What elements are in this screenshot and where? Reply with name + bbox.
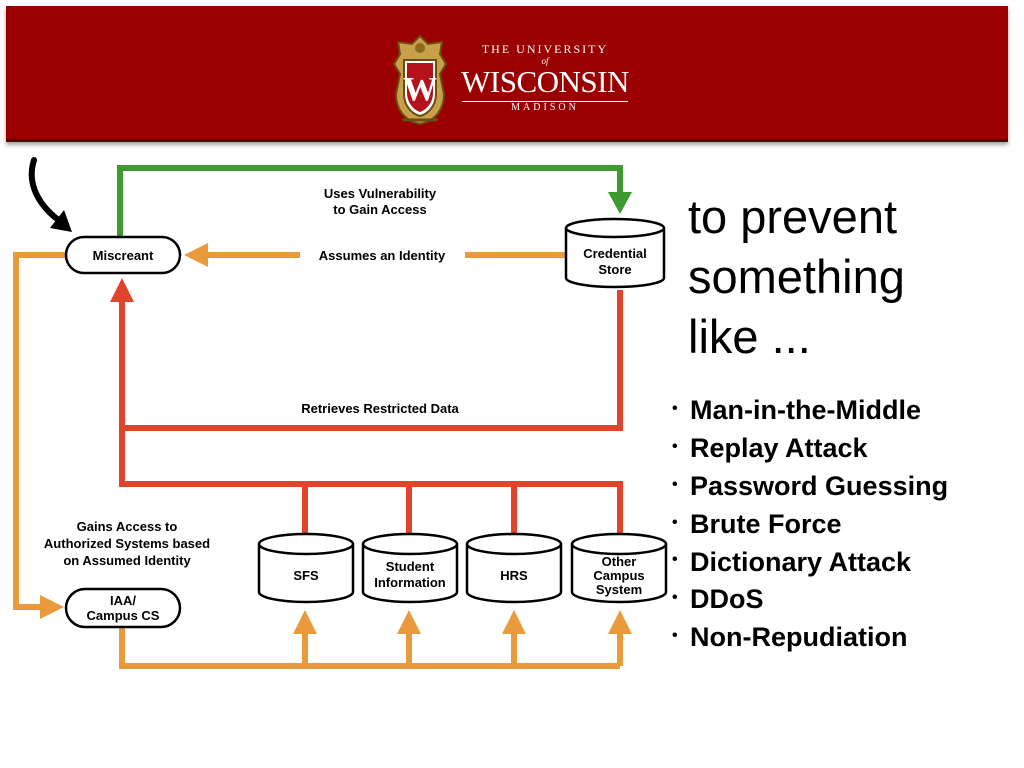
threat-item: • DDoS [672, 581, 948, 619]
bullet-icon: • [672, 627, 678, 645]
bullet-icon: • [672, 475, 678, 493]
node-miscreant: Miscreant [64, 235, 182, 275]
bullet-icon: • [672, 437, 678, 455]
node-credential-store: Credential Store [564, 217, 666, 289]
threat-label: Password Guessing [690, 470, 949, 501]
node-label-student-information-2: Information [374, 575, 446, 590]
edge-gains-access [13, 252, 632, 669]
node-label-student-information-1: Student [386, 559, 435, 574]
logo-of: of [541, 56, 549, 66]
logo-wisconsin: WISCONSIN [461, 64, 629, 99]
node-student-information: Student Information [361, 532, 459, 604]
threat-item: • Password Guessing [672, 468, 948, 506]
bullet-icon: • [672, 399, 678, 417]
node-other-campus-system: Other Campus System [570, 532, 668, 604]
prevent-heading: to prevent something like ... [688, 187, 1018, 367]
edge-label-gains-access-2: Authorized Systems based [44, 536, 210, 551]
logo-divider [462, 101, 628, 102]
edge-label-uses-vulnerability-2: to Gain Access [333, 202, 426, 217]
node-label-miscreant: Miscreant [93, 248, 154, 263]
edge-uses-vulnerability [117, 165, 632, 236]
node-label-sfs: SFS [293, 568, 319, 583]
attack-flow-diagram: Uses Vulnerability to Gain Access Assume… [13, 157, 668, 669]
bullet-icon: • [672, 513, 678, 531]
threat-label: DDoS [690, 584, 764, 615]
threat-item: • Dictionary Attack [672, 544, 948, 582]
prevent-heading-line-1: to prevent [688, 190, 898, 243]
logo-madison: MADISON [511, 102, 579, 113]
node-label-credential-store-1: Credential [583, 246, 647, 261]
node-label-hrs: HRS [500, 568, 528, 583]
node-hrs: HRS [465, 532, 563, 604]
threat-item: • Brute Force [672, 506, 948, 544]
node-label-other-campus-2: Campus [593, 568, 644, 583]
edge-label-gains-access-3: on Assumed Identity [63, 553, 191, 568]
threat-label: Non-Repudiation [690, 622, 908, 653]
threat-label: Man-in-the-Middle [690, 395, 921, 425]
node-label-other-campus-1: Other [602, 554, 637, 569]
edge-label-retrieves-data: Retrieves Restricted Data [301, 401, 459, 416]
edge-label-gains-access-1: Gains Access to [77, 519, 178, 534]
edge-retrieves-data [110, 278, 623, 540]
bullet-icon: • [672, 551, 678, 569]
threat-label: Brute Force [690, 508, 842, 539]
prevent-heading-line-2: something [688, 250, 905, 303]
uw-crest-icon: W [392, 34, 448, 126]
edge-assumes-identity [184, 243, 565, 267]
node-label-iaa-2: Campus CS [87, 608, 160, 623]
node-label-iaa-1: IAA/ [110, 593, 136, 608]
logo-the-university: THE UNIVERSITY [481, 42, 609, 56]
threat-label: Replay Attack [690, 432, 868, 463]
edge-label-assumes-identity: Assumes an Identity [319, 248, 446, 263]
threat-item: • Replay Attack [672, 430, 948, 468]
threat-list: • Man-in-the-Middle • Replay Attack • Passw… [672, 392, 948, 657]
crest-letter: W [403, 71, 437, 108]
node-label-other-campus-3: System [596, 582, 642, 597]
node-iaa-campus-cs: IAA/ Campus CS [64, 587, 182, 629]
node-sfs: SFS [257, 532, 355, 604]
university-logo: W THE UNIVERSITY of WISCONSIN MADISON [386, 32, 636, 128]
node-label-credential-store-2: Store [598, 262, 631, 277]
threat-item: • Man-in-the-Middle [672, 392, 948, 430]
threat-item: • Non-Repudiation [672, 619, 948, 657]
prevent-heading-line-3: like ... [688, 310, 811, 363]
threat-label: Dictionary Attack [690, 546, 912, 577]
header-banner: W THE UNIVERSITY of WISCONSIN MADISON [6, 6, 1008, 142]
edge-label-uses-vulnerability-1: Uses Vulnerability [324, 186, 437, 201]
bullet-icon: • [672, 589, 678, 607]
pointer-arrow-icon [28, 157, 72, 232]
